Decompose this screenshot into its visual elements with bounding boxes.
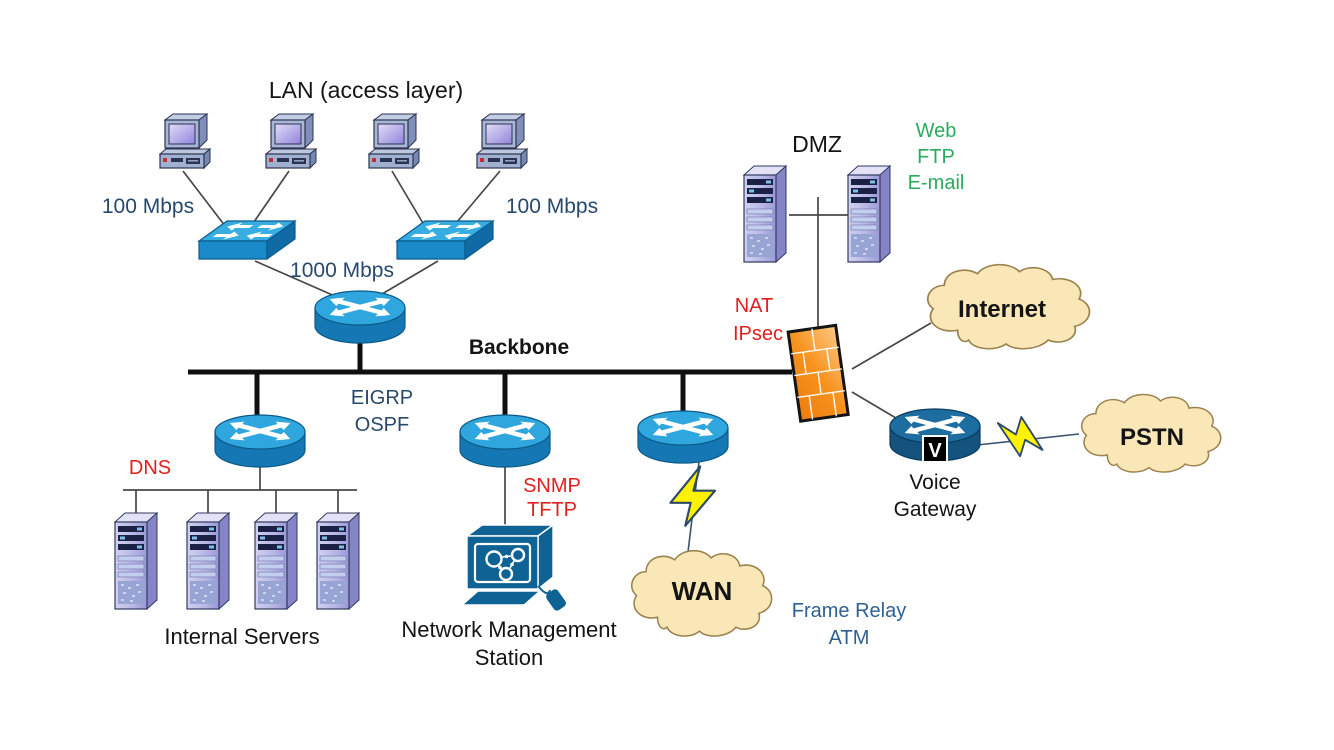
dns-label: DNS: [129, 457, 171, 479]
firewall-voice-line: [851, 391, 902, 422]
switch-icon: [396, 220, 494, 260]
ftp-label: FTP: [917, 146, 955, 168]
lightning-bolt-icon-pstn: [989, 409, 1051, 463]
internal-server-icon: [114, 512, 158, 610]
uplink-speed-label: 1000 Mbps: [290, 259, 394, 282]
atm-label: ATM: [829, 627, 870, 649]
pc-icon: [265, 113, 317, 169]
voice-gateway-icon: V: [890, 409, 980, 463]
nms-icon: [460, 523, 569, 614]
internal-server-icon: [254, 512, 298, 610]
voice-badge-box: [922, 435, 948, 463]
voice-label-line1: Voice: [909, 471, 960, 494]
switch-icon: [198, 220, 296, 260]
protocol-eigrp-label: EIGRP: [351, 387, 413, 409]
ipsec-label: IPsec: [733, 323, 783, 345]
protocol-ospf-label: OSPF: [355, 414, 409, 436]
nat-label: NAT: [735, 295, 774, 317]
lan-title-label: LAN (access layer): [269, 77, 463, 103]
nms-caption-line2: Station: [475, 645, 544, 670]
firewall-icon: [786, 323, 850, 423]
right-speed-label: 100 Mbps: [506, 195, 598, 218]
pc-icon: [159, 113, 211, 169]
connector-line: [254, 260, 338, 298]
pc-icon: [476, 113, 528, 169]
voice-label-line2: Gateway: [894, 498, 977, 521]
dmz-server-icon: [743, 165, 787, 263]
voice-badge-v: V: [928, 440, 942, 462]
dmz-label: DMZ: [792, 131, 842, 157]
router-icon-internal: [215, 415, 305, 467]
connector-line: [376, 260, 439, 298]
router-icon-wan: [638, 411, 728, 463]
internal-server-icon: [316, 512, 360, 610]
dmz-server-icon: [847, 165, 891, 263]
tftp-label: TFTP: [527, 499, 577, 521]
nms-caption-line1: Network Management: [401, 617, 616, 642]
internal-server-icon: [186, 512, 230, 610]
backbone-label: Backbone: [469, 336, 569, 359]
internal-servers-label: Internal Servers: [164, 624, 319, 649]
connector-lines: [123, 170, 1080, 553]
snmp-label: SNMP: [523, 475, 581, 497]
email-label: E-mail: [908, 172, 965, 194]
wan-cloud-label: WAN: [672, 576, 733, 606]
pc-icon: [368, 113, 420, 169]
internet-cloud-label: Internet: [958, 296, 1046, 323]
web-label: Web: [916, 120, 957, 142]
left-speed-label: 100 Mbps: [102, 195, 194, 218]
frame-relay-label: Frame Relay: [792, 600, 906, 622]
router-icon-core: [315, 291, 405, 343]
firewall-internet-line: [851, 322, 932, 370]
pstn-cloud-label: PSTN: [1120, 424, 1184, 451]
lightning-bolt-icon-wan: [669, 465, 717, 527]
router-icon-management: [460, 415, 550, 467]
